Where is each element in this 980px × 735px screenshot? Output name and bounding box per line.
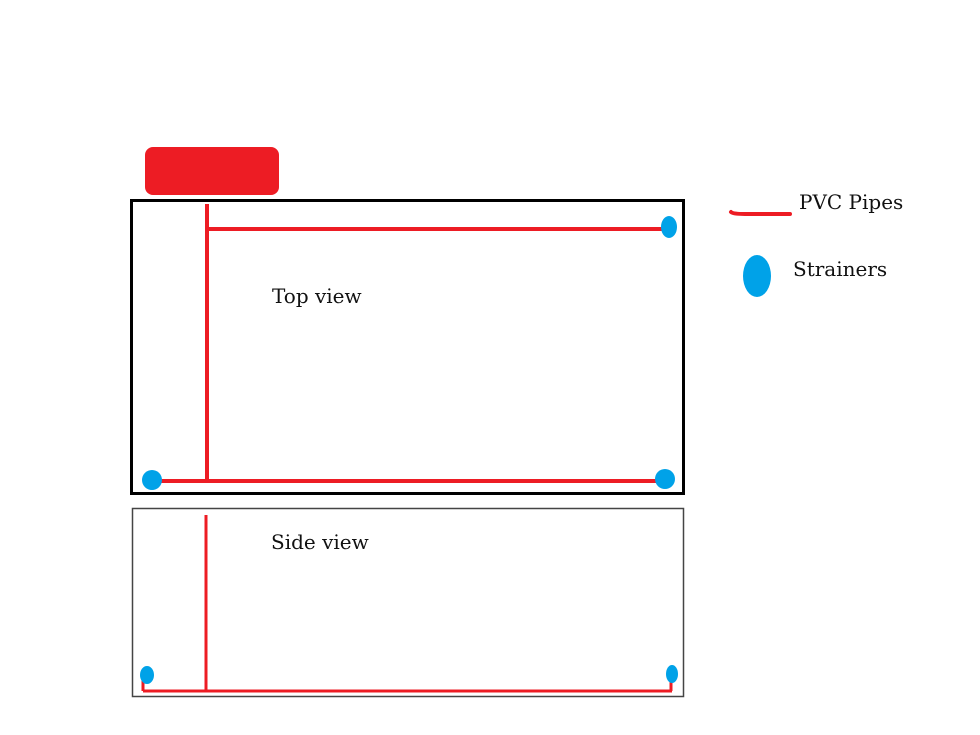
side-view-outline	[131, 507, 685, 698]
side-view-strainer-left	[140, 666, 154, 684]
side-view-label: Side view	[271, 530, 369, 554]
legend-pipe-label: PVC Pipes	[799, 190, 904, 214]
top-view-strainer-upper-right	[661, 216, 677, 238]
legend-strainer-icon	[743, 255, 771, 297]
legend-strainer-label: Strainers	[793, 257, 888, 281]
legend-pipe-icon	[729, 210, 792, 216]
top-view-strainer-lower-right	[655, 469, 675, 489]
top-view-label: Top view	[272, 284, 362, 308]
top-view-outline	[130, 199, 685, 495]
side-view-strainer-right	[666, 665, 678, 683]
top-view-strainer-lower-left	[142, 470, 162, 490]
pump-block	[145, 147, 279, 195]
